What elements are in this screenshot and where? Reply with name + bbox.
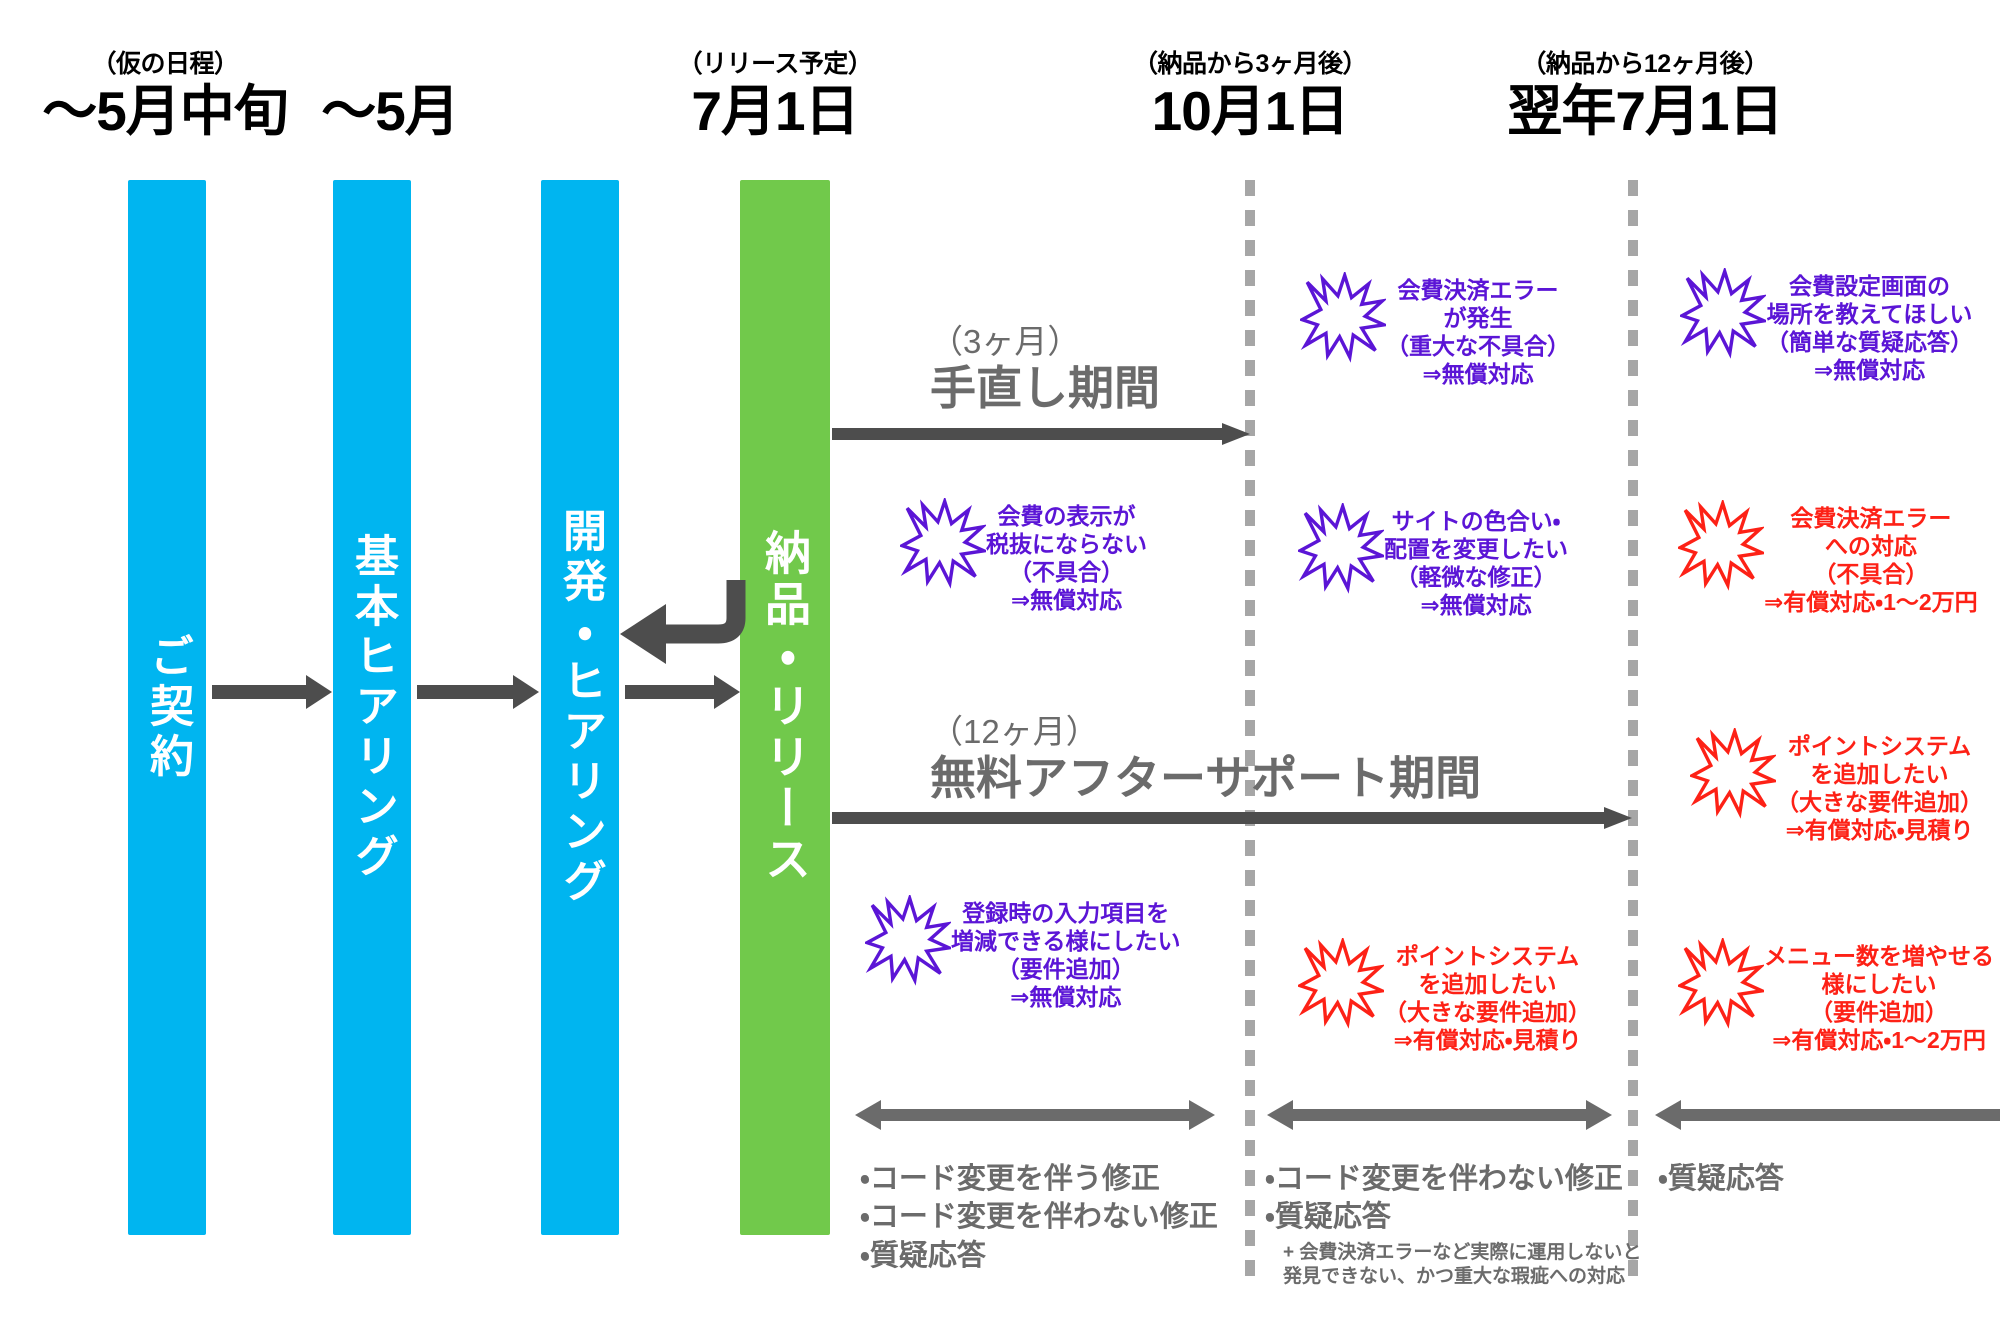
starburst-icon	[1300, 272, 1386, 363]
note-text: 登録時の入力項目を 増減できる様にしたい （要件追加） ⇒無償対応	[951, 900, 1181, 1011]
period-main: 無料アフターサポート期間	[930, 751, 1482, 804]
note-point-system-middle: ポイントシステム を追加したい （大きな要件追加） ⇒有償対応・見積り	[1298, 938, 1591, 1054]
period-arrow-free-support	[832, 807, 1632, 829]
arrow-head-right	[1586, 1100, 1612, 1130]
arrow-head	[306, 675, 332, 709]
note-text: 会費決済エラー への対応 （不具合） ⇒有償対応・1〜2万円	[1764, 505, 1978, 616]
date-header-2: （リリース予定） 7月1日	[660, 52, 890, 139]
arrow-shaft	[212, 685, 306, 699]
date-header-main: 7月1日	[691, 80, 859, 142]
period-label-free-support: （12ヶ月） 無料アフターサポート期間	[930, 713, 1482, 804]
legend-item: ・コード変更を伴わない修正	[1265, 1163, 1623, 1195]
note-text: サイトの色合い・ 配置を変更したい （軽微な修正） ⇒無償対応	[1384, 508, 1568, 619]
starburst-icon	[1680, 268, 1766, 359]
legend-item: ・質疑応答	[860, 1239, 986, 1272]
note-text: 会費決済エラー が発生 （重大な不具合） ⇒無償対応	[1386, 277, 1570, 388]
phase-label: 開発・ヒアリング	[556, 507, 605, 908]
flow-arrow-development-to-delivery	[625, 675, 740, 709]
note-text: ポイントシステム を追加したい （大きな要件追加） ⇒有償対応・見積り	[1384, 943, 1591, 1054]
legend-release-to-3months: ・コード変更を伴う修正 ・コード変更を伴わない修正 ・質疑応答	[860, 1160, 1218, 1275]
note-fee-display-tax: 会費の表示が 税抜にならない （不具合） ⇒無償対応	[900, 498, 1147, 614]
note-fee-payment-error: 会費決済エラー が発生 （重大な不具合） ⇒無償対応	[1300, 272, 1570, 388]
loop-back-arrow-icon	[620, 580, 746, 664]
period-sub: （12ヶ月）	[930, 713, 1099, 750]
legend-item: ・質疑応答	[1658, 1163, 1784, 1195]
legend-note: + 会費決済エラーなど実際に運用しないと 発見できない、かつ重大な瑕疵への対応	[1283, 1241, 1642, 1288]
date-header-3: （納品から3ヶ月後） 10月1日	[1130, 52, 1370, 139]
phase-label: 基本ヒアリング	[348, 532, 397, 883]
phase-bar-basic-hearing[interactable]: 基本ヒアリング	[333, 180, 411, 1235]
arrow-head	[513, 675, 539, 709]
date-header-sub: （リリース予定）	[677, 50, 873, 78]
scope-arrow-after-12months	[1655, 1100, 2000, 1130]
scope-arrow-release-to-3months	[855, 1100, 1215, 1130]
note-text: 会費の表示が 税抜にならない （不具合） ⇒無償対応	[986, 503, 1147, 614]
date-header-sub: （仮の日程）	[91, 50, 239, 78]
arrow-head-right	[1189, 1100, 1215, 1130]
legend-item: ・コード変更を伴わない修正	[860, 1201, 1218, 1234]
period-arrow-fix-period	[832, 423, 1250, 445]
starburst-icon	[1298, 938, 1384, 1029]
phase-bar-contract[interactable]: ご契約	[128, 180, 206, 1235]
date-header-sub: （納品から12ヶ月後）	[1521, 50, 1769, 78]
note-registration-fields: 登録時の入力項目を 増減できる様にしたい （要件追加） ⇒無償対応	[865, 895, 1181, 1011]
legend-item: ・質疑応答	[1265, 1201, 1391, 1234]
arrow-shaft	[625, 685, 714, 699]
date-header-main: 〜5月中旬	[42, 80, 289, 142]
note-point-system-right: ポイントシステム を追加したい （大きな要件追加） ⇒有償対応・見積り	[1690, 728, 1983, 844]
date-header-main: 〜5月	[321, 80, 460, 142]
starburst-icon	[1678, 500, 1764, 591]
note-fee-payment-error-paid: 会費決済エラー への対応 （不具合） ⇒有償対応・1〜2万円	[1678, 500, 1978, 616]
date-header-sub: （納品から3ヶ月後）	[1133, 50, 1367, 78]
phase-label: ご契約	[143, 632, 192, 783]
period-label-fix-period: （3ヶ月） 手直し期間	[930, 323, 1160, 414]
date-header-0: （仮の日程） 〜5月中旬	[35, 52, 295, 139]
date-header-main: 10月1日	[1151, 80, 1350, 142]
arrow-shaft	[1675, 1109, 2000, 1121]
note-site-color-layout: サイトの色合い・ 配置を変更したい （軽微な修正） ⇒無償対応	[1298, 503, 1568, 619]
phase-bar-development-hearing[interactable]: 開発・ヒアリング	[541, 180, 619, 1235]
dashed-guide-12months	[1628, 180, 1638, 1280]
note-text: 会費設定画面の 場所を教えてほしい （簡単な質疑応答） ⇒無償対応	[1766, 273, 1973, 384]
starburst-icon	[1298, 503, 1384, 594]
phase-bar-delivery-release[interactable]: 納品・リリース	[740, 180, 830, 1235]
arrow-head	[1604, 807, 1632, 829]
starburst-icon	[865, 895, 951, 986]
arrow-head	[1222, 423, 1250, 445]
arrow-shaft	[832, 812, 1604, 824]
starburst-icon	[1690, 728, 1776, 819]
arrow-shaft	[832, 428, 1222, 440]
legend-3months-to-12months: ・コード変更を伴わない修正 ・質疑応答 + 会費決済エラーなど実際に運用しないと…	[1265, 1160, 1641, 1290]
arrow-shaft	[417, 685, 513, 699]
phase-label: 納品・リリース	[759, 529, 811, 886]
starburst-icon	[1678, 938, 1764, 1029]
note-text: ポイントシステム を追加したい （大きな要件追加） ⇒有償対応・見積り	[1776, 733, 1983, 844]
date-header-4: （納品から12ヶ月後） 翌年7月1日	[1490, 52, 1800, 139]
arrow-shaft	[1287, 1109, 1592, 1121]
flow-arrow-hearing-to-development	[417, 675, 539, 709]
arrow-head	[714, 675, 740, 709]
scope-arrow-3months-to-12months	[1267, 1100, 1612, 1130]
note-menu-count: メニュー数を増やせる 様にしたい （要件追加） ⇒有償対応・1〜2万円	[1678, 938, 1994, 1054]
legend-item: ・コード変更を伴う修正	[860, 1163, 1160, 1195]
dashed-guide-3months	[1245, 180, 1255, 1280]
date-header-main: 翌年7月1日	[1507, 80, 1783, 142]
arrow-shaft	[875, 1109, 1195, 1121]
note-text: メニュー数を増やせる 様にしたい （要件追加） ⇒有償対応・1〜2万円	[1764, 943, 1994, 1054]
flow-arrow-contract-to-hearing	[212, 675, 332, 709]
starburst-icon	[900, 498, 986, 589]
legend-after-12months: ・質疑応答	[1658, 1160, 1784, 1198]
note-fee-settings-location: 会費設定画面の 場所を教えてほしい （簡単な質疑応答） ⇒無償対応	[1680, 268, 1973, 384]
period-sub: （3ヶ月）	[930, 323, 1081, 360]
period-main: 手直し期間	[930, 361, 1160, 414]
date-header-1: 〜5月	[295, 52, 485, 139]
